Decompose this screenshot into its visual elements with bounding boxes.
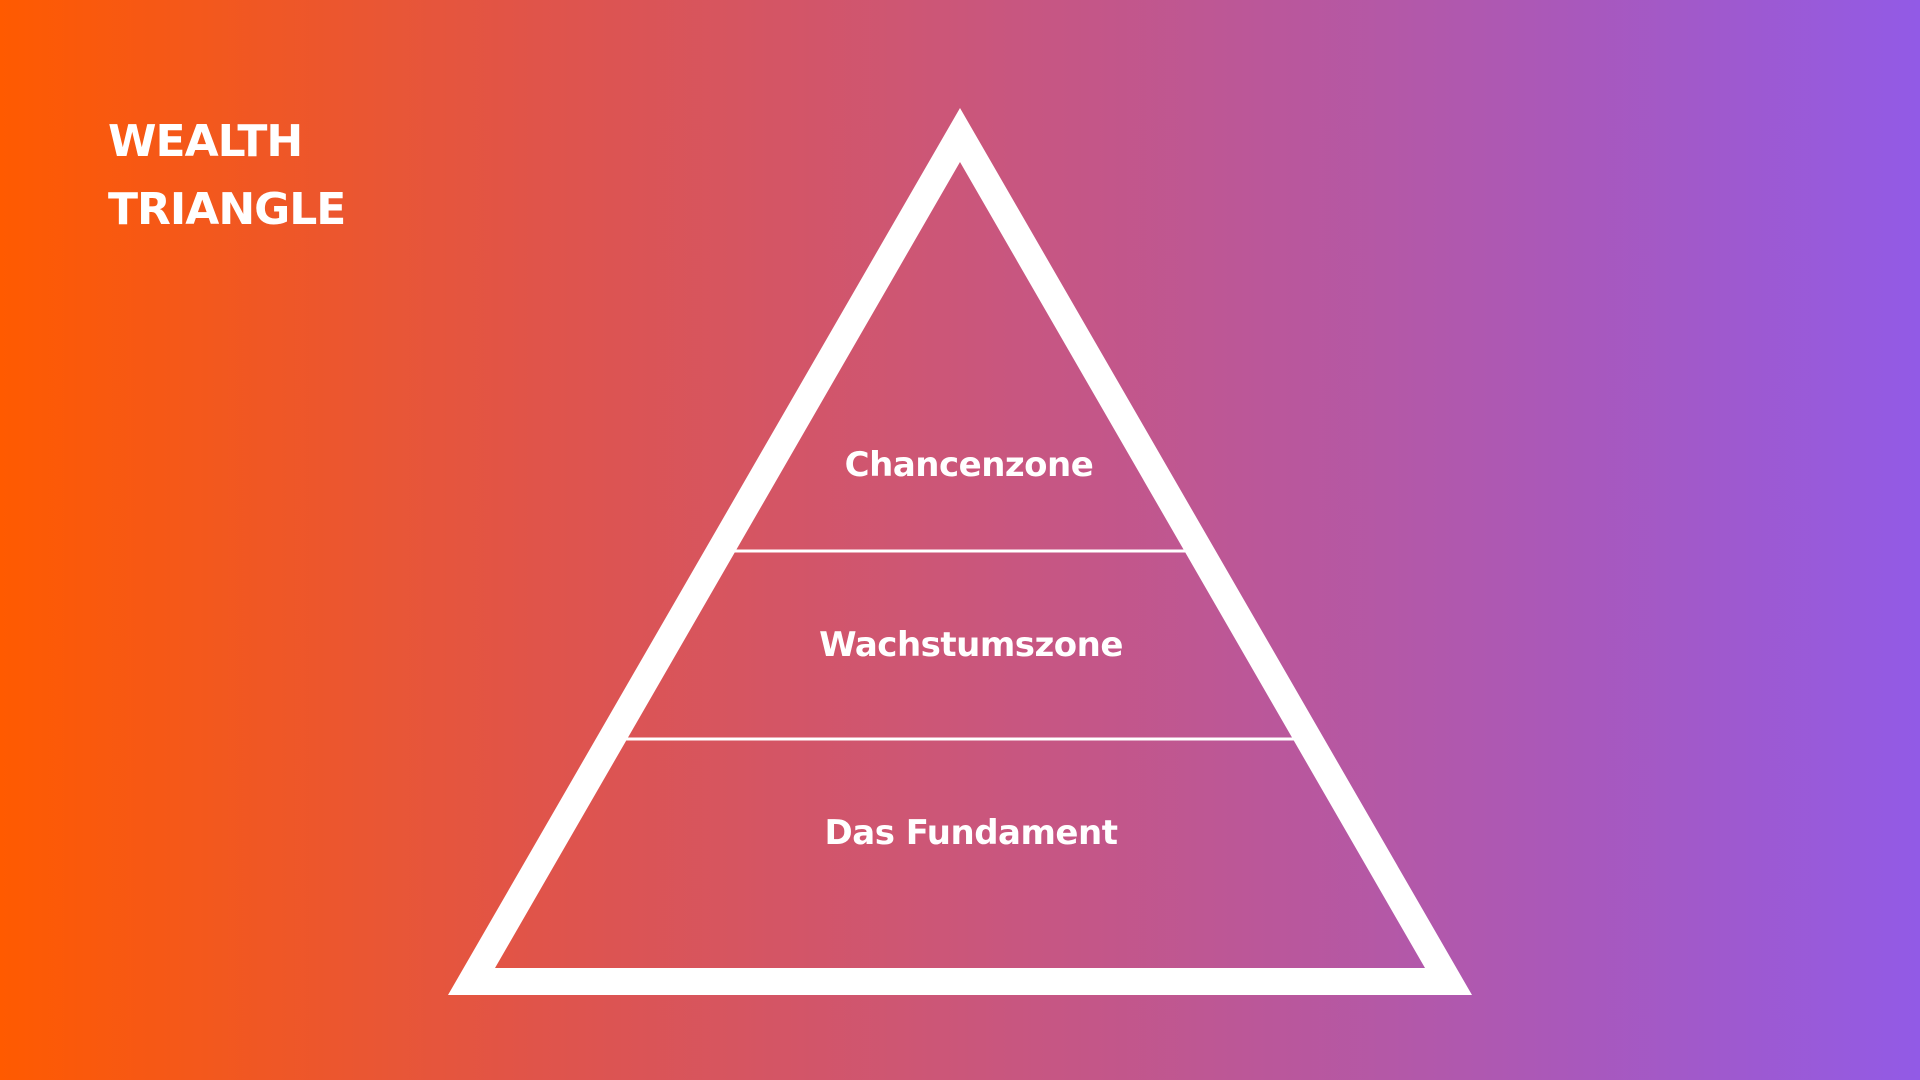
title-line-2: TRIANGLE <box>108 184 346 235</box>
zone-label-bottom: Das Fundament <box>825 813 1118 853</box>
zone-label-middle: Wachstumszone <box>819 625 1123 665</box>
zone-label-top: Chancenzone <box>845 445 1094 485</box>
title-line-1: WEALTH <box>108 116 303 167</box>
page-title: WEALTH TRIANGLE <box>108 108 346 244</box>
